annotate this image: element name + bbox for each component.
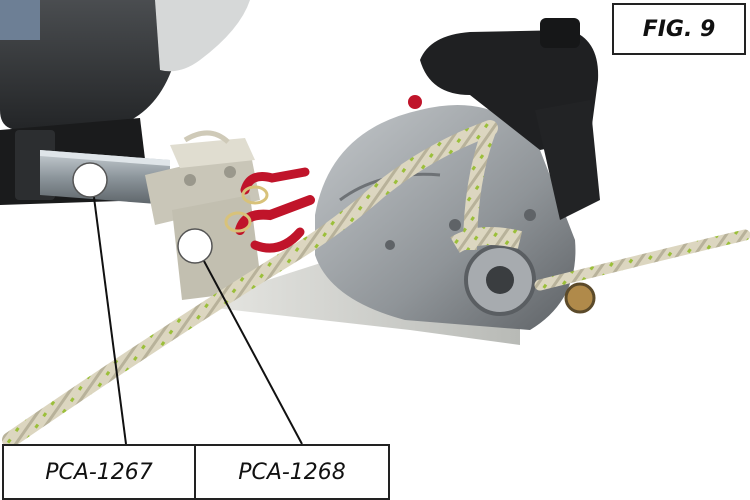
callout-marker-pca-1267: [72, 162, 108, 198]
part-label-pca-1268: PCA-1268: [194, 444, 390, 500]
engine: [408, 18, 600, 220]
figure-label: FIG. 9: [612, 3, 746, 55]
pulling-rope: [2, 120, 750, 448]
rope-guide-roller: [564, 282, 596, 314]
leader-line-pca-1268: [196, 247, 303, 445]
red-hooks: [224, 167, 315, 253]
callout-marker-pca-1268: [177, 228, 213, 264]
leader-line-pca-1267: [91, 181, 127, 445]
hitch-mount-bracket: [145, 130, 262, 300]
part-label-pca-1267: PCA-1267: [2, 444, 196, 500]
